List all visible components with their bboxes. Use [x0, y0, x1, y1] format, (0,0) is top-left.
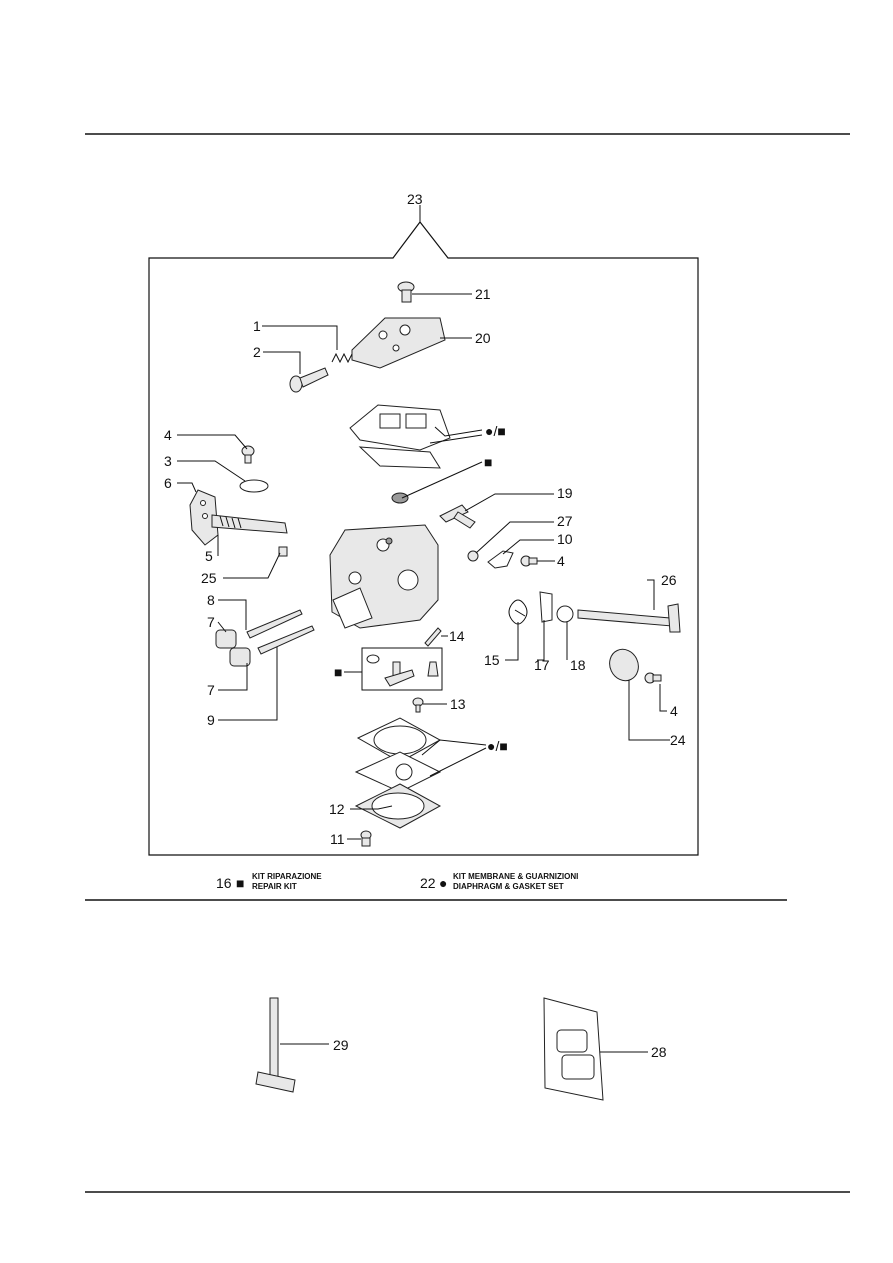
screw-25-drawing: [278, 546, 288, 557]
legend-number: 16: [216, 875, 232, 891]
spring-15-drawing: [508, 599, 528, 625]
carburetor-body-drawing: [329, 524, 439, 629]
part-label: 29: [333, 1037, 349, 1053]
part-label: 21: [475, 286, 491, 302]
part-label: 20: [475, 330, 491, 346]
legend-text: REPAIR KIT: [252, 882, 297, 891]
lower-gasket-drawing: [356, 717, 442, 763]
part-label: 28: [651, 1044, 667, 1060]
part-label: 17: [534, 657, 550, 673]
screw-11-drawing: [360, 830, 372, 847]
legend-number: 22: [420, 875, 436, 891]
cap-7-lower-drawing: [229, 647, 251, 667]
washer-18-drawing: [556, 605, 574, 623]
part-label: 18: [570, 657, 586, 673]
screw-13-drawing: [412, 697, 424, 713]
part-label: 7: [207, 614, 215, 630]
part-label: 2: [253, 344, 261, 360]
cover-plate-20-drawing: [351, 317, 446, 369]
part-label: 23: [407, 191, 423, 207]
part-label: 8: [207, 592, 215, 608]
screw-4-middle-drawing: [520, 555, 538, 567]
part-label: 24: [670, 732, 686, 748]
part-label: 12: [329, 801, 345, 817]
legend-text: KIT RIPARAZIONE: [252, 872, 322, 881]
clip-10-drawing: [487, 550, 514, 569]
legend-symbol: ■: [236, 875, 244, 891]
lever-6-drawing: [189, 489, 219, 546]
part-label: 9: [207, 712, 215, 728]
carburetor-assembly-frame: [148, 221, 699, 856]
kit-marker: ■: [484, 454, 492, 470]
part-label: 14: [449, 628, 465, 644]
part-labels: 23 21 20 1 2 4 3 6 5 25 19 27 10 4 8 7 7…: [164, 191, 686, 1060]
pin-14-drawing: [424, 627, 442, 647]
part-label: 26: [661, 572, 677, 588]
plate-24-drawing: [609, 648, 639, 682]
part-label: 6: [164, 475, 172, 491]
legend-repair-kit: 16 ■ KIT RIPARAZIONE REPAIR KIT: [216, 872, 322, 891]
kit-markers: ●/■ ■ ●/■ ■: [334, 423, 508, 754]
shaft-5-drawing: [211, 514, 288, 534]
screw-21-drawing: [397, 281, 415, 303]
fitting-19-drawing: [439, 504, 476, 529]
lever-17-drawing: [539, 591, 553, 623]
spring-1-drawing: [331, 352, 353, 364]
part-label: 1: [253, 318, 261, 334]
shaft-26-drawing: [577, 603, 681, 633]
part-label: 15: [484, 652, 500, 668]
needle-9-drawing: [257, 625, 315, 655]
washer-3-drawing: [239, 479, 269, 493]
part-label: 4: [670, 703, 678, 719]
repair-kit-box-drawing: [361, 647, 443, 691]
diaphragm-drawing: [354, 751, 442, 793]
washer-27-drawing: [467, 550, 479, 562]
upper-gasket-drawing: [349, 404, 451, 469]
part-label: 13: [450, 696, 466, 712]
cap-7-upper-drawing: [215, 629, 237, 649]
legend-text: KIT MEMBRANE & GUARNIZIONI: [453, 872, 578, 881]
part-label: 25: [201, 570, 217, 586]
part-label: 11: [330, 831, 345, 847]
cover-12-drawing: [354, 783, 442, 829]
part-label: 5: [205, 548, 213, 564]
kit-marker: ●/■: [487, 738, 508, 754]
screw-2-drawing: [289, 367, 329, 393]
screw-4-left-drawing: [241, 445, 255, 464]
legend-text: DIAPHRAGM & GASKET SET: [453, 882, 564, 891]
part-label: 4: [557, 553, 565, 569]
part-label: 4: [164, 427, 172, 443]
tool-29-drawing: [255, 997, 296, 1093]
part-label: 3: [164, 453, 172, 469]
leader-lines: [177, 205, 670, 1053]
gasket-sheet-28-drawing: [543, 997, 604, 1101]
kit-marker: ●/■: [485, 423, 506, 439]
part-label: 7: [207, 682, 215, 698]
part-label: 27: [557, 513, 573, 529]
screw-4-right-drawing: [644, 672, 662, 684]
inlet-needle-drawing: [391, 492, 409, 504]
legend-symbol: ●: [439, 875, 447, 891]
part-label: 19: [557, 485, 573, 501]
legend-gasket-set: 22 ● KIT MEMBRANE & GUARNIZIONI DIAPHRAG…: [420, 872, 578, 891]
needle-8-drawing: [246, 609, 303, 639]
kit-marker: ■: [334, 664, 342, 680]
part-label: 10: [557, 531, 573, 547]
